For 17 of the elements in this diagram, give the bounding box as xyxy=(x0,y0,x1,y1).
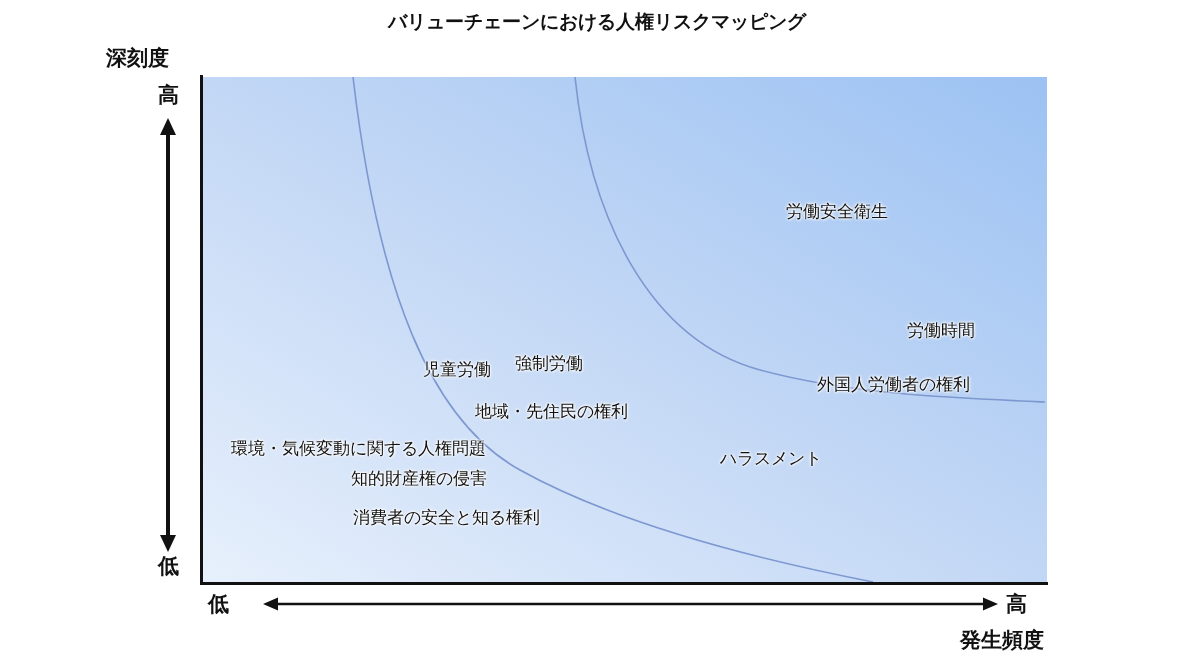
chart-title: バリューチェーンにおける人権リスクマッピング xyxy=(388,10,806,32)
risk-label: ハラスメント xyxy=(720,448,822,468)
risk-label: 労働時間 xyxy=(907,320,975,340)
axis-end-label: 高 xyxy=(157,83,179,107)
risk-label: 消費者の安全と知る権利 xyxy=(353,507,540,527)
risk-label: 知的財産権の侵害 xyxy=(351,468,487,488)
risk-label: 労働安全衛生 xyxy=(786,201,888,221)
risk-label: 児童労働 xyxy=(423,359,491,379)
axis-end-label: 高 xyxy=(1005,592,1027,616)
risk-label: 強制労働 xyxy=(515,353,583,373)
risk-label: 地域・先住民の権利 xyxy=(475,401,628,421)
risk-label: 外国人労働者の権利 xyxy=(817,374,970,394)
axis-title: 発生頻度 xyxy=(960,628,1044,652)
axis-end-label: 低 xyxy=(207,592,229,616)
axis-title: 深刻度 xyxy=(106,46,169,70)
risk-label: 環境・気候変動に関する人権問題 xyxy=(231,438,486,458)
axis-end-label: 低 xyxy=(157,554,179,578)
